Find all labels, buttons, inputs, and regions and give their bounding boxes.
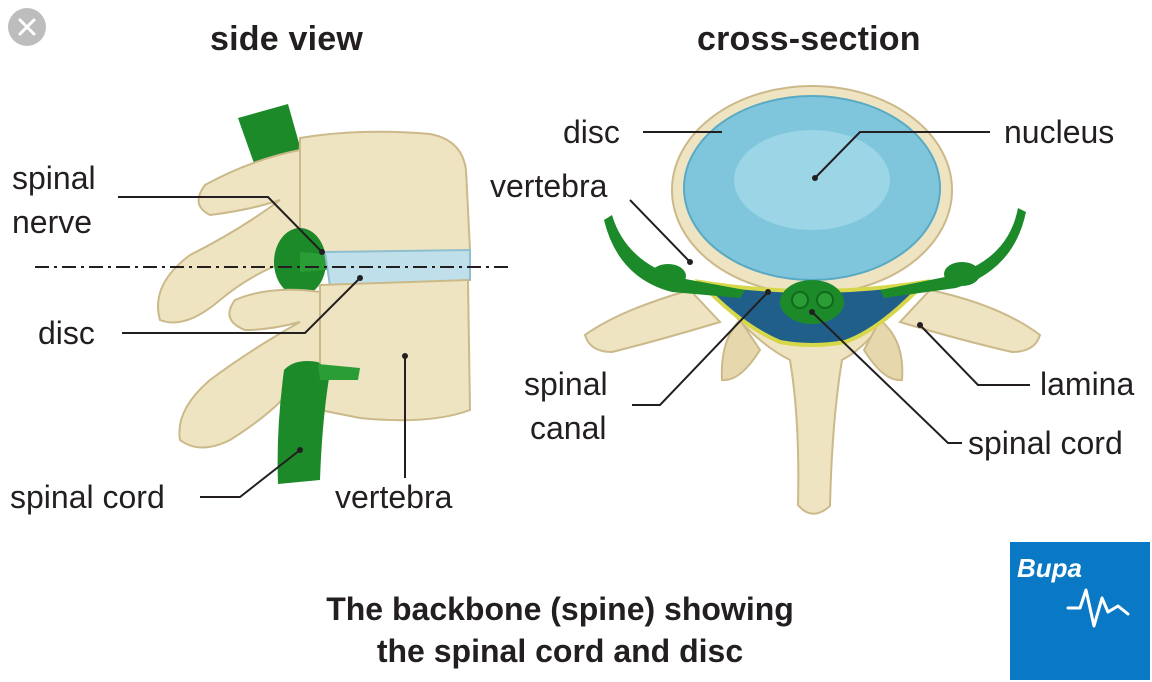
leader-dot-spinal-canal <box>765 289 771 295</box>
label-cross-spinal-cord: spinal cord <box>968 427 1123 459</box>
logo-text: Bupa <box>1017 553 1082 584</box>
caption-line-1: The backbone (spine) showing <box>230 588 890 630</box>
right-transverse-process <box>900 290 1040 352</box>
diagram-caption: The backbone (spine) showing the spinal … <box>230 588 890 672</box>
leader-dot-cross-vertebra <box>687 259 693 265</box>
leader-dot-side-vertebra <box>402 353 408 359</box>
leader-dot-side-disc <box>357 275 363 281</box>
cord-grey-matter-right <box>817 292 833 308</box>
label-cross-vertebra: vertebra <box>490 170 607 202</box>
label-spinal-canal-line2: canal <box>530 412 607 444</box>
label-side-disc: disc <box>38 317 95 349</box>
leader-dot-spinal-nerve <box>319 249 325 255</box>
upper-vertebra-body <box>298 132 470 259</box>
side-view-illustration <box>35 104 508 497</box>
label-spinal-canal-line1: spinal <box>524 368 608 400</box>
label-spinal-nerve-line2: nerve <box>12 206 92 238</box>
leader-dot-cross-spinal-cord <box>809 309 815 315</box>
label-side-vertebra: vertebra <box>335 481 452 513</box>
left-nerve-ganglion <box>650 264 686 288</box>
leader-dot-nucleus <box>812 175 818 181</box>
label-nucleus: nucleus <box>1004 116 1114 148</box>
label-lamina: lamina <box>1040 368 1134 400</box>
right-nerve-ganglion <box>944 262 980 286</box>
caption-line-2: the spinal cord and disc <box>230 630 890 672</box>
lower-vertebra-body <box>320 280 470 420</box>
cross-section-heading: cross-section <box>697 20 921 59</box>
left-transverse-process <box>585 290 720 352</box>
leader-dot-side-spinal-cord <box>297 447 303 453</box>
cross-spinal-cord-shape <box>780 280 844 324</box>
leader-dot-lamina <box>917 322 923 328</box>
cord-grey-matter-left <box>792 292 808 308</box>
label-side-spinal-cord: spinal cord <box>10 481 165 513</box>
label-cross-disc: disc <box>563 116 620 148</box>
nucleus-shape <box>734 130 890 230</box>
side-view-heading: side view <box>210 20 363 59</box>
label-spinal-nerve-line1: spinal <box>12 162 96 194</box>
